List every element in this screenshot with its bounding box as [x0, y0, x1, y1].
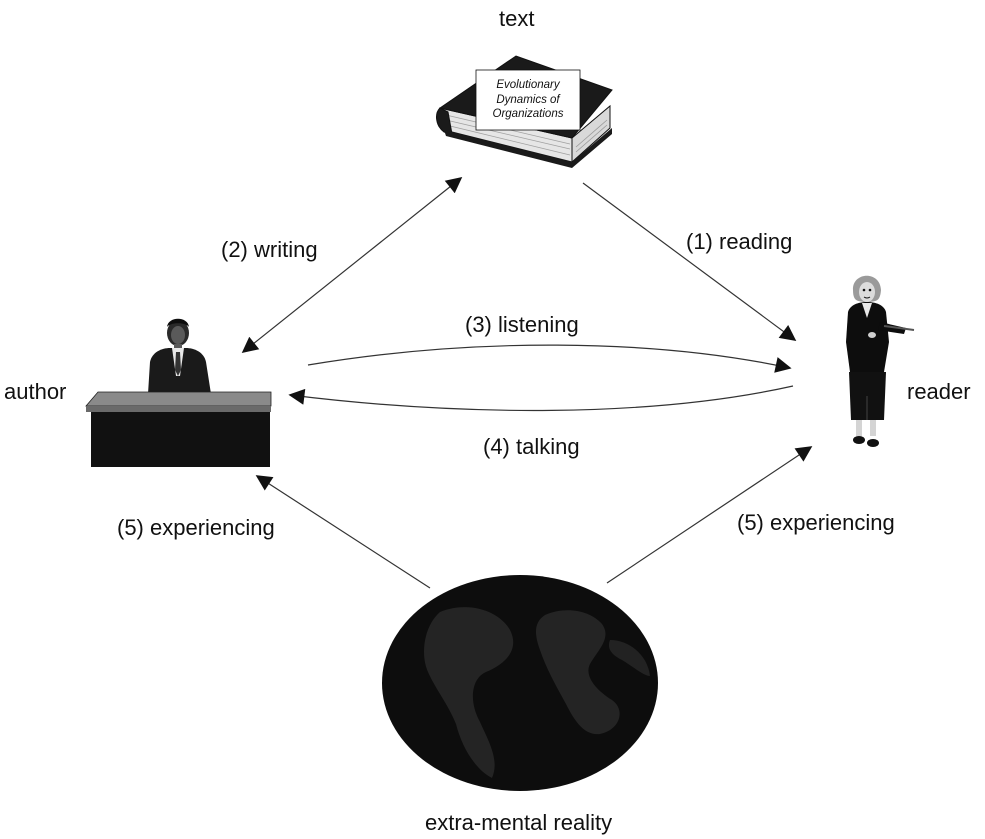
book-title-line-3: Organizations	[492, 108, 564, 121]
edge-listening-arrow	[307, 344, 792, 373]
edge-talking-label: (4) talking	[483, 434, 580, 459]
book-title: Evolutionary Dynamics of Organizations	[474, 71, 582, 129]
reader-person-icon	[846, 275, 915, 447]
author-at-desk-icon	[85, 318, 272, 467]
author-node-label: author	[4, 379, 67, 404]
edge-experiencing-reader-label: (5) experiencing	[737, 510, 895, 535]
edge-listening-label: (3) listening	[465, 312, 579, 337]
book-icon	[436, 55, 613, 168]
edge-talking-arrow	[288, 385, 794, 412]
book-title-line-1: Evolutionary	[496, 78, 560, 91]
edge-reading-label: (1) reading	[686, 229, 793, 254]
edge-experiencing-author-label: (5) experiencing	[117, 515, 275, 540]
reader-node-label: reader	[907, 379, 971, 404]
edge-experiencing-author-arrow	[255, 475, 431, 589]
edge-experiencing-reader-arrow	[606, 446, 813, 584]
text-node-label: text	[499, 6, 535, 31]
book-title-line-2: Dynamics of	[496, 93, 560, 106]
reality-node-label: extra-mental reality	[425, 810, 613, 835]
globe-icon	[382, 575, 658, 791]
edge-reading-arrow	[582, 182, 797, 341]
edge-writing-label: (2) writing	[221, 237, 318, 262]
edge-writing-arrow	[241, 177, 463, 353]
